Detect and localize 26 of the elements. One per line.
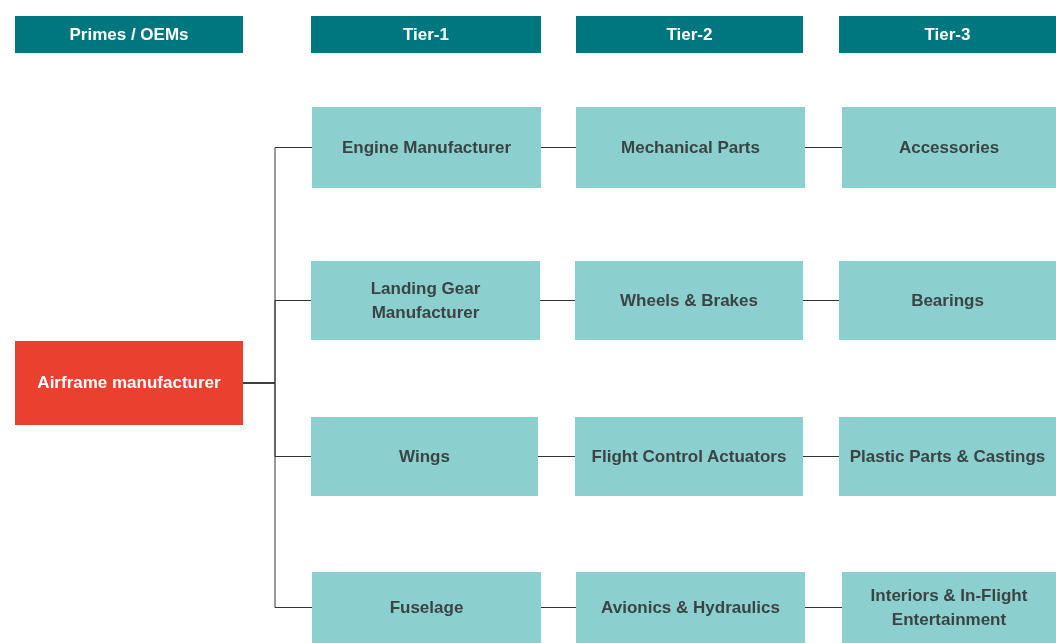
column-header: Primes / OEMs [15, 16, 243, 53]
connector-line [802, 456, 840, 457]
prime-box: Airframe manufacturer [15, 341, 243, 425]
supplier-box: Accessories [842, 107, 1056, 188]
supplier-box: Mechanical Parts [576, 107, 805, 188]
supplier-box: Bearings [839, 261, 1056, 340]
column-header: Tier-3 [839, 16, 1056, 53]
connector-line [540, 147, 577, 148]
column-header: Tier-1 [311, 16, 541, 53]
connector-line [802, 300, 840, 301]
connector-line [804, 147, 843, 148]
connector-line [537, 456, 576, 457]
supplier-box: Wheels & Brakes [575, 261, 803, 340]
supplier-box: Flight Control Actuators [575, 417, 803, 496]
connector-line [242, 382, 313, 608]
connector-line [804, 607, 843, 608]
supplier-box: Landing Gear Manufacturer [311, 261, 540, 340]
supplier-box: Fuselage [312, 572, 541, 643]
supplier-box: Interiors & In-Flight Entertainment [842, 572, 1056, 643]
connector-line [539, 300, 576, 301]
supplier-box: Plastic Parts & Castings [839, 417, 1056, 496]
connector-line [540, 607, 577, 608]
supplier-box: Engine Manufacturer [312, 107, 541, 188]
column-header: Tier-2 [576, 16, 803, 53]
supplier-box: Wings [311, 417, 538, 496]
supplier-box: Avionics & Hydraulics [576, 572, 805, 643]
